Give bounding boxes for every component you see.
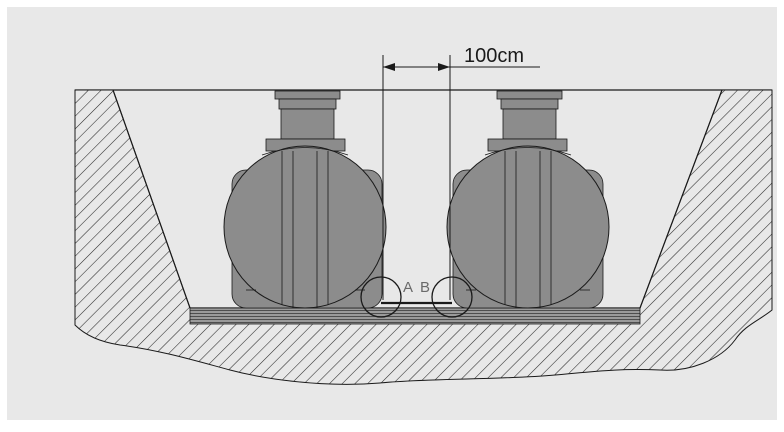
tank-right-neck <box>502 108 557 140</box>
tank-right-ribs <box>504 151 552 308</box>
tank-left-ribs <box>281 151 329 308</box>
detail-circle-b <box>431 276 473 318</box>
dimension-arrow-right <box>438 63 450 71</box>
dimension-arrow-left <box>383 63 395 71</box>
marker-b-label: B <box>420 279 430 296</box>
tank-left-body <box>223 145 387 309</box>
tank-right-neck-ring <box>500 98 559 110</box>
tank-left-lid <box>274 90 341 100</box>
tank-left-neck-ring <box>278 98 337 110</box>
bedding-layer <box>189 307 641 325</box>
detail-circle-a <box>360 276 402 318</box>
tank-left-top-curve <box>261 147 349 156</box>
tank-right <box>446 90 610 309</box>
tank-right-body <box>446 145 610 309</box>
marker-a-label: A <box>403 279 413 296</box>
tank-left <box>223 90 387 309</box>
dimension-label: 100cm <box>464 45 524 67</box>
tank-right-lid <box>496 90 563 100</box>
tank-left-neck <box>280 108 335 140</box>
tank-right-top-curve <box>484 147 572 156</box>
